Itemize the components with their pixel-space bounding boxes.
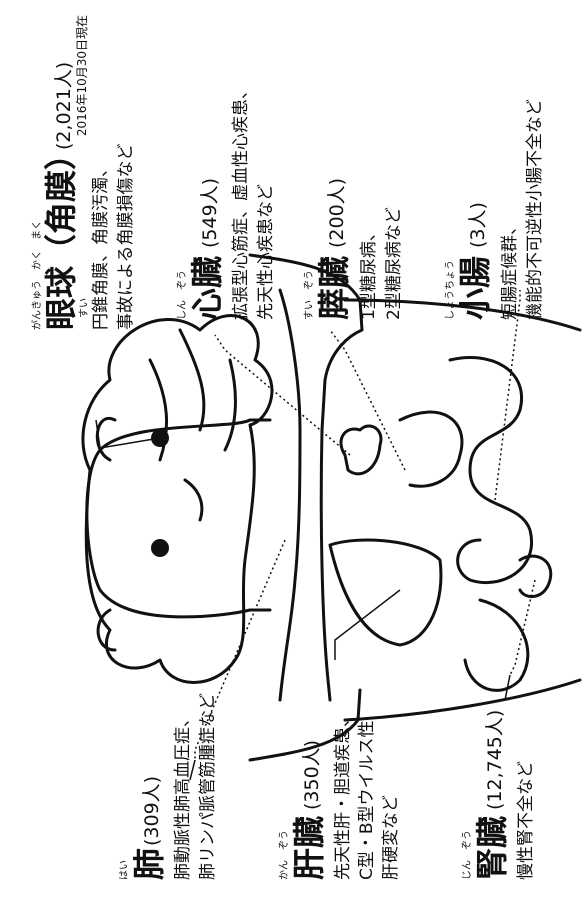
label-heart-name: 心臓	[188, 256, 226, 320]
label-pancreas: すい ぞう 膵臓 (200人) 1型糖尿病、 2型糖尿病など	[303, 178, 404, 320]
date-note: 2016年10月30日現在	[75, 15, 89, 136]
leader-kidney-2	[504, 674, 511, 701]
label-kidney-ruby: じん ぞう	[461, 830, 473, 880]
label-heart-ruby: しん ぞう	[176, 270, 188, 320]
intestine-shape-2	[463, 598, 530, 692]
hair-curl-2	[148, 358, 168, 462]
label-pancreas-disease-2: 2型糖尿病など	[384, 207, 404, 320]
lung-shape	[278, 288, 302, 702]
label-heart-count: (549人)	[199, 178, 221, 248]
label-kidney-disease-1: 慢性腎不全など	[515, 761, 536, 880]
leader-eye	[95, 419, 161, 449]
label-lung-disease-2: 肺リンパ脈管筋腫症など	[198, 693, 218, 880]
hair-curl-1	[178, 328, 206, 432]
heart-shape	[339, 424, 383, 476]
label-liver-disease-3: 肝硬変など	[381, 795, 401, 880]
label-liver: かん ぞう 肝臓 (350人) 先天性肝・胆道疾患、 C型・B型ウイルス性 肝硬…	[278, 710, 401, 880]
torso-outline	[248, 253, 364, 762]
label-eye-name: 眼球（角膜）	[42, 138, 80, 330]
label-eye-ruby: がんきゅう かく まく	[30, 220, 43, 330]
label-heart-disease-2: 先天性心疾患など	[256, 184, 276, 320]
label-lung-disease-1: 肺動脈性肺高血圧症、	[173, 710, 193, 880]
ear-2	[96, 608, 117, 652]
label-liver-ruby: かん ぞう	[278, 830, 290, 880]
label-pancreas-disease-1: 1型糖尿病、	[359, 224, 379, 320]
leader-lung-2	[189, 759, 196, 781]
torso-bottom	[343, 678, 582, 722]
kidney-shape	[518, 554, 553, 599]
leader-liver	[334, 589, 401, 660]
label-intestine-disease-1: 短腸症候群、	[500, 218, 520, 320]
label-pancreas-ruby: すい ぞう	[303, 270, 315, 320]
torso-top	[343, 298, 582, 332]
label-pancreas-name: 膵臓	[315, 256, 353, 320]
label-eye-disease-ruby: すい	[78, 298, 90, 318]
label-intestine-disease-2: 機能的不可逆性小腸不全など	[525, 99, 545, 320]
label-eye-count: (2,021人)	[53, 62, 75, 150]
label-eye-disease-1: 円錐角膜、角膜汚濁、	[91, 160, 111, 330]
body-illustration	[81, 253, 582, 762]
label-heart: しん ぞう 心臓 (549人) 拡張型心筋症、虚血性心疾患、 先天性心疾患など	[176, 82, 276, 320]
label-lung-ruby: はい	[118, 860, 130, 880]
label-kidney-name: 腎臓	[473, 816, 511, 880]
label-intestine-count: (3人)	[467, 202, 489, 248]
leader-heart	[214, 334, 351, 456]
leader-lung	[194, 539, 286, 760]
label-intestine: しょうちょう 小腸 (3人) 短腸症候群、 機能的不可逆性小腸不全など	[444, 99, 545, 320]
label-liver-disease-1: 先天性肝・胆道疾患、	[333, 710, 353, 880]
label-lung: はい 肺 (309人) 肺動脈性肺高血圧症、 肺リンパ脈管筋腫症など	[118, 693, 218, 880]
liver-shape	[328, 538, 443, 647]
eye-right-shape	[151, 539, 169, 557]
hair	[81, 314, 274, 684]
label-pancreas-count: (200人)	[326, 178, 348, 248]
stomach-shape	[398, 410, 464, 488]
hair-curl-3	[223, 358, 237, 452]
mouth	[183, 478, 204, 522]
label-eye: がんきゅう かく まく 眼球（角膜） (2,021人) すい 円錐角膜、角膜汚濁…	[30, 62, 136, 330]
label-lung-count: (309人)	[141, 776, 163, 846]
label-intestine-name: 小腸	[456, 256, 494, 320]
label-intestine-ruby: しょうちょう	[444, 260, 456, 320]
leader-intestine	[494, 290, 521, 501]
intestine-shape	[448, 355, 534, 585]
label-liver-name: 肝臓	[290, 816, 328, 880]
leader-pancreas	[329, 329, 406, 471]
label-lung-name: 肺	[130, 848, 168, 880]
label-kidney: じん ぞう 腎臓 (12,745人) 慢性腎不全など	[461, 710, 536, 880]
leader-lines	[95, 290, 536, 781]
label-kidney-count: (12,745人)	[484, 710, 506, 810]
ear	[95, 416, 117, 462]
label-eye-disease-2: 事故による角膜損傷など	[116, 144, 136, 331]
label-liver-disease-2: C型・B型ウイルス性	[357, 720, 377, 880]
label-liver-count: (350人)	[301, 740, 323, 810]
label-heart-disease-1: 拡張型心筋症、虚血性心疾患、	[231, 82, 251, 320]
